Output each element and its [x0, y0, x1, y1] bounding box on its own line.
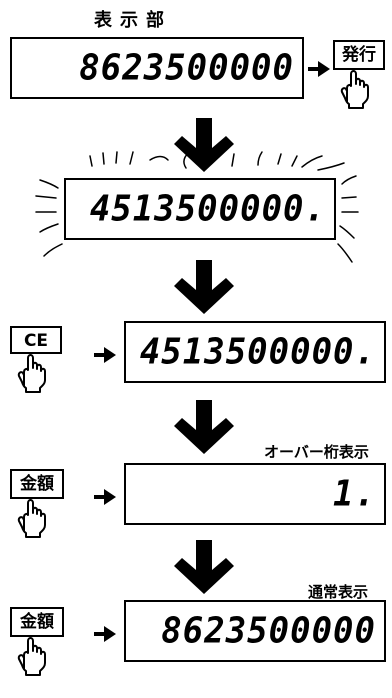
display-normal-value: 8623500000 — [161, 610, 376, 652]
arrow-right-icon — [94, 489, 116, 505]
arrow-right-icon — [94, 347, 116, 363]
display-after-ce-value: 4513500000. — [139, 331, 376, 373]
display-section-title: 表示部 — [94, 10, 172, 31]
arrow-right-icon — [308, 61, 330, 77]
display-flashing: 4513500000. — [64, 178, 336, 240]
ce-key-label: CE — [23, 331, 49, 351]
pointing-hand-icon — [340, 70, 369, 109]
display-after-ce: 4513500000. — [124, 321, 386, 383]
issue-key[interactable]: 発行 — [333, 40, 385, 70]
pointing-hand-icon — [17, 354, 46, 393]
overflow-note: オーバー桁表示 — [264, 443, 369, 461]
pointing-hand-icon — [17, 637, 46, 676]
flashing-lines-icon — [35, 151, 359, 263]
pointing-hand-icon — [17, 499, 46, 538]
display-normal: 8623500000 — [124, 600, 386, 662]
display-initial-value: 8623500000 — [79, 47, 294, 89]
amount-key-2[interactable]: 金額 — [10, 607, 64, 637]
display-overflow-value: 1. — [333, 473, 376, 515]
amount-key-1-label: 金額 — [20, 474, 54, 494]
normal-note: 通常表示 — [308, 583, 369, 601]
amount-key-1[interactable]: 金額 — [10, 469, 64, 499]
ce-key[interactable]: CE — [10, 326, 62, 354]
display-overflow: 1. — [124, 463, 386, 525]
display-flashing-value: 4513500000. — [89, 188, 326, 230]
arrow-right-icon — [94, 626, 116, 642]
arrow-down-icon — [174, 118, 234, 172]
issue-key-label: 発行 — [342, 45, 376, 65]
arrow-down-icon — [174, 260, 234, 314]
arrow-down-icon — [174, 540, 234, 594]
arrow-down-icon — [174, 400, 234, 454]
amount-key-2-label: 金額 — [20, 612, 54, 632]
display-initial: 8623500000 — [10, 37, 304, 99]
